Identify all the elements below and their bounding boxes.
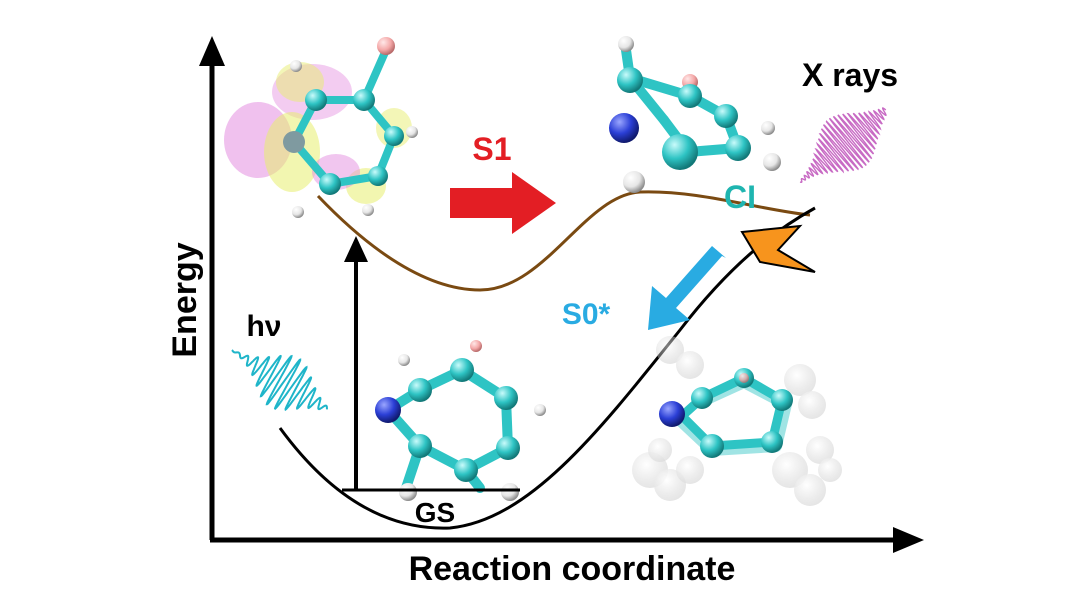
s1-potential-curve [316, 190, 811, 292]
s1-arrow [450, 172, 556, 234]
hot-ground-state-ensemble [632, 336, 842, 506]
xray-pulse-icon [799, 107, 887, 183]
pulse-waveform [231, 349, 328, 412]
ci-label: CI [724, 179, 756, 215]
axes [199, 36, 924, 553]
photon-label: hν [246, 310, 281, 343]
pulse-waveform [799, 107, 887, 183]
x-rays-label: X rays [802, 57, 898, 93]
ground-state-molecule [375, 340, 546, 501]
x-axis-label: Reaction coordinate [409, 550, 736, 588]
excitation-arrowhead [344, 236, 368, 262]
ground-state-label: GS [415, 497, 455, 528]
ground-state-potential-curve [278, 206, 816, 530]
s0-star-arrow [648, 246, 726, 330]
conical-intersection-marker [740, 224, 816, 273]
x-axis-arrowhead [893, 527, 924, 553]
y-axis-label: Energy [166, 242, 204, 357]
y-axis-arrowhead [199, 36, 225, 66]
ci-molecule [609, 36, 781, 193]
pump-pulse-icon [231, 349, 328, 412]
excited-state-molecule [224, 37, 418, 218]
s0-star-label: S0* [562, 298, 611, 331]
s1-label: S1 [472, 131, 511, 167]
